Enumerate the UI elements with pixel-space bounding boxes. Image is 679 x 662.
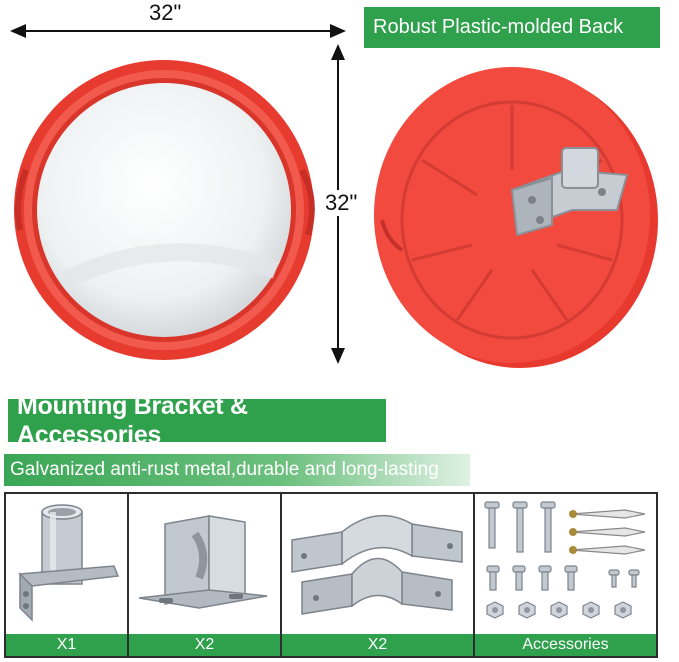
wall-bracket-icon bbox=[138, 515, 268, 609]
mounting-title-banner: Mounting Bracket & Accessories bbox=[8, 392, 386, 449]
accessory-cell-pipe-clamp: X2 bbox=[282, 494, 475, 656]
width-label: 32" bbox=[146, 0, 185, 26]
back-feature-banner: Robust Plastic-molded Back bbox=[364, 7, 660, 48]
accessory-label: X2 bbox=[129, 634, 280, 656]
accessory-label: Accessories bbox=[475, 634, 656, 656]
accessory-label: X2 bbox=[282, 634, 473, 656]
convex-mirror-front-image bbox=[14, 60, 315, 360]
accessory-cell-hardware: Accessories bbox=[475, 494, 656, 656]
height-label: 32" bbox=[324, 190, 359, 216]
pole-clamp-bracket-icon bbox=[18, 504, 120, 622]
pipe-clamp-icon bbox=[291, 514, 463, 615]
back-bracket-icon bbox=[510, 147, 629, 237]
accessories-grid: X1 X2 bbox=[4, 492, 658, 658]
accessory-cell-wall-bracket: X2 bbox=[129, 494, 282, 656]
width-dimension-arrow bbox=[10, 24, 346, 38]
accessory-label: X1 bbox=[6, 634, 127, 656]
screws-bolts-nuts-icon bbox=[484, 501, 646, 619]
accessory-cell-pole-bracket: X1 bbox=[6, 494, 129, 656]
mirror-back-image bbox=[374, 67, 658, 368]
material-note-banner: Galvanized anti-rust metal,durable and l… bbox=[4, 454, 470, 486]
